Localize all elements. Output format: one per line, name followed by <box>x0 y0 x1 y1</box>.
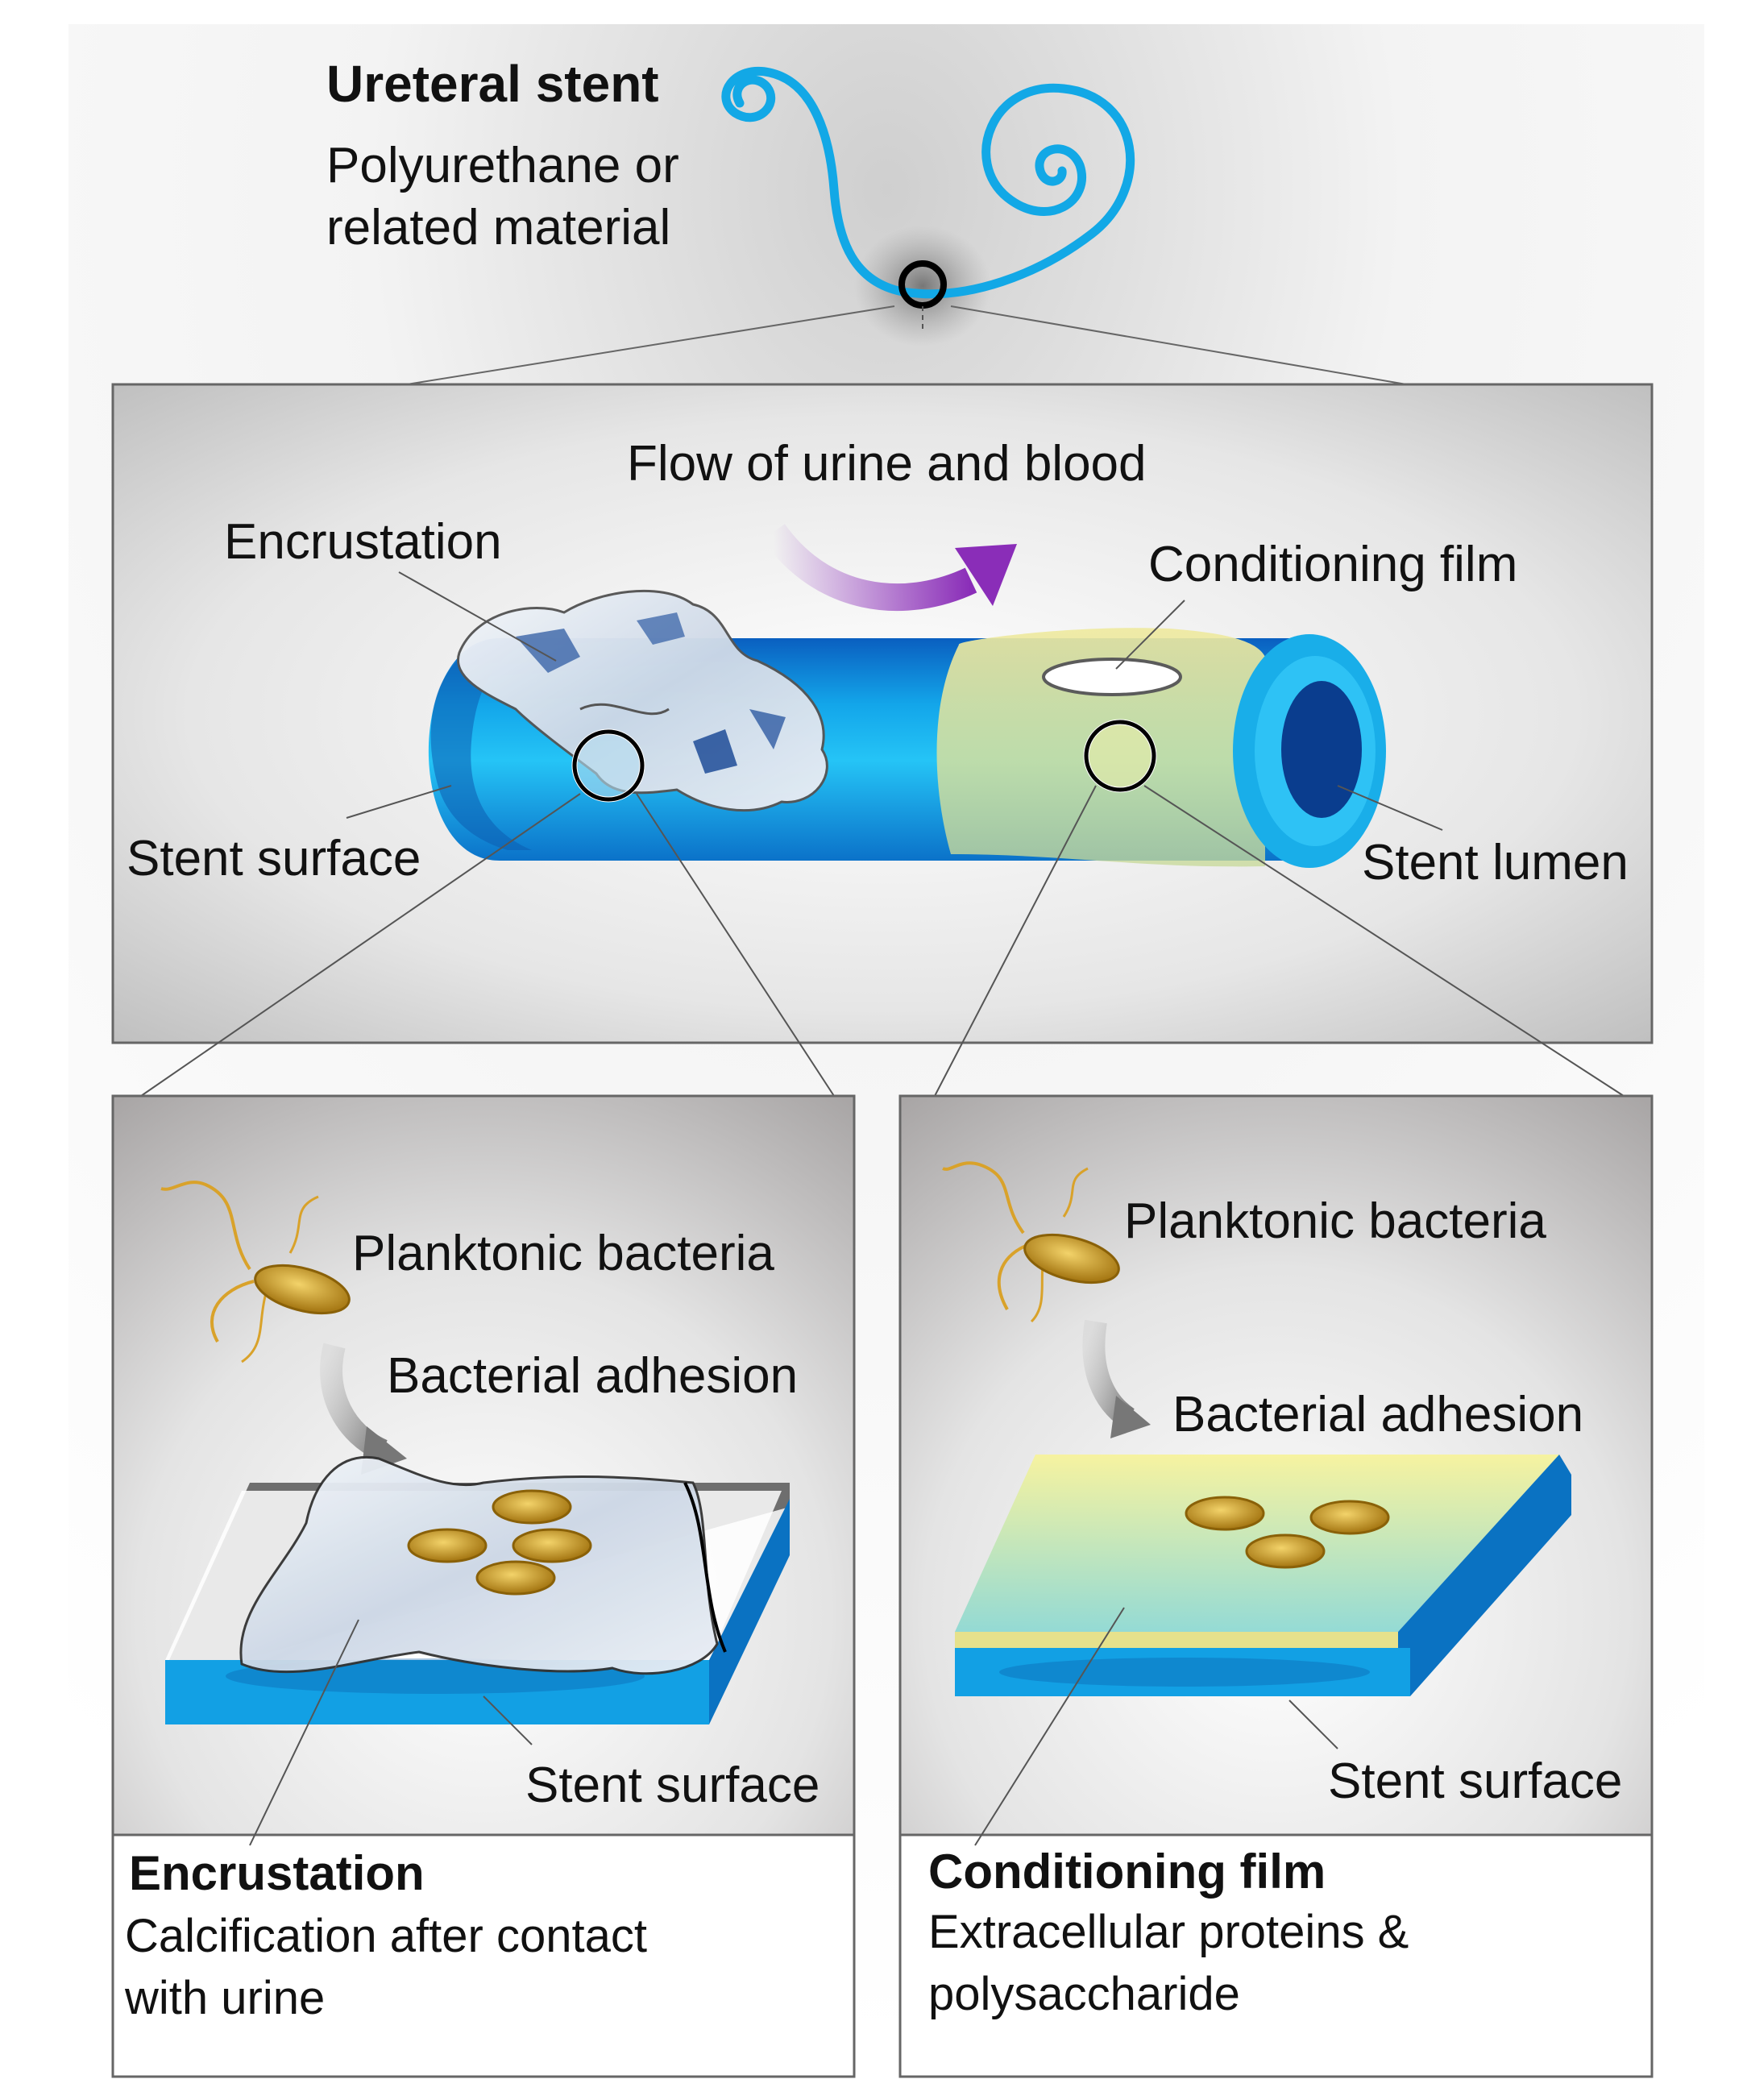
ureteral-stent-coil <box>721 67 1135 347</box>
right-planktonic-label: Planktonic bacteria <box>1124 1193 1546 1249</box>
flow-label: Flow of urine and blood <box>627 436 1147 492</box>
left-adhesion-label: Bacterial adhesion <box>387 1348 799 1404</box>
left-caption-title: Encrustation <box>129 1846 425 1900</box>
left-stent-slab <box>165 1456 790 1724</box>
left-caption-box <box>111 1833 856 2078</box>
stent-material-line2: related material <box>326 200 671 255</box>
stent-lumen-label: Stent lumen <box>1362 835 1629 890</box>
stent-lumen-opening <box>1281 681 1362 818</box>
encrustation-label: Encrustation <box>224 514 502 570</box>
right-caption-box <box>898 1833 1654 2078</box>
right-adhered-bacteria-icon <box>1185 1496 1390 1569</box>
right-caption-line2: polysaccharide <box>928 1968 1240 2020</box>
right-adhesion-label: Bacterial adhesion <box>1172 1387 1584 1442</box>
stent-tube <box>428 589 1386 868</box>
zoom-circle-icon <box>898 260 947 309</box>
encrustation-zoom-circle-icon <box>572 729 645 802</box>
left-surface-label: Stent surface <box>525 1758 820 1813</box>
conditioning-film-label: Conditioning film <box>1148 537 1518 592</box>
flow-arrow <box>762 523 977 612</box>
right-surface-label: Stent surface <box>1328 1753 1623 1809</box>
left-planktonic-bacterium-icon <box>160 1181 351 1363</box>
encrustation-crystal <box>239 1456 719 1675</box>
film-zoom-circle-icon <box>1084 720 1156 792</box>
left-caption-line2: with urine <box>125 1972 326 2024</box>
right-planktonic-bacterium-icon <box>942 1161 1120 1323</box>
stent-title: Ureteral stent <box>326 55 659 113</box>
right-caption-title: Conditioning film <box>928 1845 1326 1899</box>
left-adhered-bacteria-icon <box>407 1489 592 1596</box>
stent-material-line1: Polyurethane or <box>326 138 679 193</box>
left-planktonic-label: Planktonic bacteria <box>352 1226 774 1281</box>
stent-surface-label: Stent surface <box>127 831 421 886</box>
left-caption-line1: Calcification after contact <box>125 1910 647 1962</box>
right-caption-line1: Extracellular proteins & <box>928 1906 1409 1958</box>
